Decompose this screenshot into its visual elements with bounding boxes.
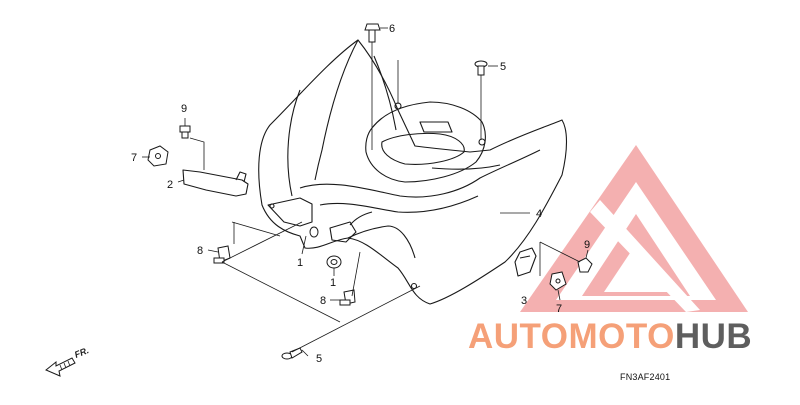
hatch-1 — [59, 364, 63, 371]
watermark-brand-secondary: HUB — [675, 317, 752, 356]
clip-8-left-head — [213, 257, 225, 264]
bolt-6 — [364, 23, 381, 43]
stay-right-lip — [519, 255, 531, 259]
clip-8-left — [213, 245, 231, 264]
bolt-9-right — [577, 257, 593, 273]
ref-line-2 — [221, 261, 341, 323]
label-part-8-left: 8 — [197, 245, 203, 257]
label-part-1-mid: 1 — [330, 277, 336, 289]
watermark-logo — [520, 145, 748, 312]
stay-left-body — [182, 169, 249, 197]
fender-side-contour — [373, 55, 397, 131]
label-part-5-bottom: 5 — [316, 353, 322, 365]
leader-lines — [142, 27, 589, 357]
front-label: FR. — [73, 345, 90, 360]
fender-outer — [258, 39, 568, 305]
stay-right — [514, 247, 537, 277]
collar-1-mid-hole — [330, 259, 338, 265]
screw-5-bottom — [281, 347, 303, 360]
label-part-3: 3 — [521, 295, 527, 307]
diagram-code: FN3AF2401 — [620, 372, 670, 382]
label-part-7-right: 7 — [556, 303, 562, 315]
bolt-6-shank — [368, 29, 376, 43]
leader-8-left — [207, 249, 219, 253]
label-part-8-mid: 8 — [320, 295, 326, 307]
ref-line-1 — [221, 221, 303, 263]
ref-line-5 — [231, 221, 281, 237]
bolt-9-left-shank — [181, 131, 189, 139]
watermark-triangle-cut — [604, 244, 668, 292]
leader-9-right — [585, 249, 589, 259]
fender-rim — [299, 149, 541, 198]
hatch-3 — [67, 360, 71, 367]
leader-7-right — [557, 289, 561, 301]
fender-flare — [349, 211, 373, 226]
nut-7-right — [549, 271, 567, 291]
nut-7-right-hole — [555, 278, 561, 284]
screw-5-top — [474, 60, 488, 76]
fender-upper-ridge — [314, 39, 359, 181]
collar-1-left-body — [309, 226, 319, 238]
clip-8-mid-head — [339, 299, 351, 306]
screw-5-top-shank — [477, 65, 485, 76]
bolt-9-left-head — [179, 125, 191, 133]
bolt-9-right-head — [577, 257, 593, 273]
hatch-2 — [63, 362, 67, 369]
nut-7-left-hole — [155, 153, 161, 159]
fender-bottom-edge — [347, 225, 416, 259]
bolt-9-left — [179, 125, 191, 139]
fender-inner-tub — [365, 101, 486, 183]
stay-left-tab — [235, 171, 247, 183]
leader-3-link — [539, 241, 581, 263]
fender-flange — [267, 197, 313, 227]
fender-hole-right — [478, 138, 486, 146]
fender-inner-floor — [381, 132, 465, 165]
fender-side-panel — [431, 164, 501, 170]
leader-9-left-bracket — [189, 137, 205, 170]
label-part-5-top: 5 — [500, 61, 506, 73]
leader-2 — [177, 179, 185, 183]
rear-fender — [258, 39, 568, 305]
bolt-6-head — [364, 23, 381, 31]
fender-flange-right — [329, 221, 357, 243]
front-arrow-hatch — [59, 360, 71, 371]
ref-line-3 — [291, 285, 421, 353]
fender-rim-lower — [319, 195, 479, 213]
watermark-stripe — [590, 200, 700, 312]
label-part-9-right: 9 — [584, 239, 590, 251]
label-part-1-left: 1 — [297, 257, 303, 269]
leader-5-bottom — [301, 349, 309, 357]
leader-1-left — [301, 235, 307, 255]
part-labels: 6 5 9 7 2 4 8 1 1 8 5 9 3 7 — [131, 23, 590, 365]
watermark-text: AUTOMOTOHUB — [468, 317, 752, 356]
stay-left — [182, 169, 249, 197]
label-part-6: 6 — [389, 23, 395, 35]
label-part-9-left: 9 — [181, 103, 187, 115]
front-direction-indicator: FR. — [45, 345, 90, 377]
collar-1-left — [309, 226, 319, 238]
label-part-2: 2 — [167, 179, 173, 191]
collar-1-mid — [326, 255, 342, 269]
label-part-7-left: 7 — [131, 152, 137, 164]
label-part-4: 4 — [536, 208, 542, 220]
fender-hole-left — [269, 203, 275, 209]
fender-inner-step — [419, 121, 453, 133]
fender-left-contour — [287, 89, 301, 197]
stay-right-body — [514, 247, 537, 277]
watermark-brand: AUTOMOTOHUB — [468, 317, 752, 356]
watermark-brand-primary: AUTOMOTO — [468, 317, 675, 356]
fender-hole-bottom — [410, 282, 418, 290]
ref-line-4 — [351, 251, 361, 297]
nut-7-left — [147, 145, 169, 167]
